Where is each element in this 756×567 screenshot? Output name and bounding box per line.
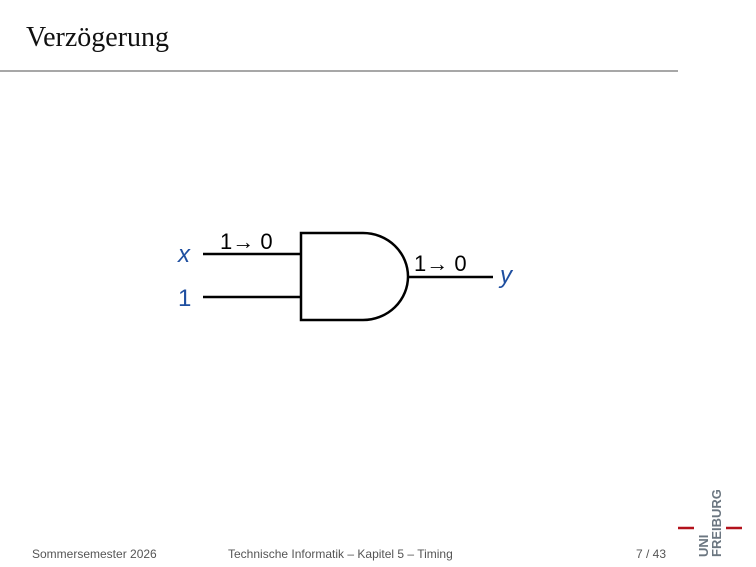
title-rule <box>0 70 678 72</box>
output-transition: 1→ 0 <box>414 251 467 276</box>
output-y-name: y <box>498 262 514 289</box>
input-x-transition: 1→ 0 <box>220 229 273 254</box>
footer-semester: Sommersemester 2026 <box>32 547 157 561</box>
input-two-value: 1 <box>178 285 191 312</box>
logo-line-uni: UNI <box>696 535 711 557</box>
logo-line-freiburg: FREIBURG <box>709 489 724 557</box>
university-logo: UNI FREIBURG <box>678 489 742 557</box>
footer-page-number: 7 / 43 <box>636 547 667 561</box>
input-x-name: x <box>177 241 191 268</box>
footer-course: Technische Informatik – Kapitel 5 – Timi… <box>228 547 453 561</box>
and-gate-icon <box>299 231 410 322</box>
slide-title: Verzögerung <box>26 22 170 53</box>
